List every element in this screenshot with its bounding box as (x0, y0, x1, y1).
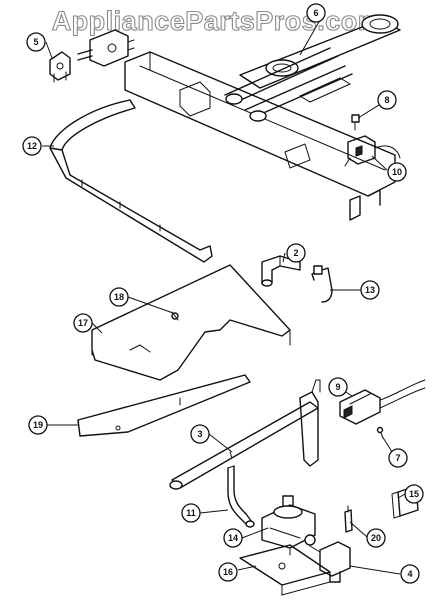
callout-12: 12 (22, 136, 42, 156)
part-20-orifice (344, 505, 353, 533)
callout-4: 4 (400, 564, 420, 584)
svg-text:3: 3 (197, 429, 202, 439)
part-5-bracket (49, 51, 71, 83)
part-2-elbow (261, 255, 301, 287)
callout-8: 8 (377, 90, 397, 110)
svg-text:11: 11 (186, 508, 196, 518)
part-9-connector (339, 379, 426, 425)
svg-text:2: 2 (293, 248, 298, 258)
svg-text:10: 10 (392, 167, 402, 177)
callout-18: 18 (109, 287, 129, 307)
part-19-bracket (77, 374, 251, 437)
part-7-screw (376, 426, 384, 439)
part-14-regulator (261, 495, 316, 556)
svg-text:12: 12 (27, 141, 37, 151)
callout-2: 2 (286, 243, 306, 263)
part-burner-frame (124, 51, 396, 221)
part-11-tube (227, 465, 255, 528)
callout-20: 20 (366, 528, 386, 548)
callout-3: 3 (190, 424, 210, 444)
part-17-heat-shield (91, 264, 291, 381)
part-6-burner (224, 14, 401, 122)
callout-15: 15 (404, 484, 424, 504)
svg-text:4: 4 (407, 569, 412, 579)
callout-17: 17 (73, 313, 93, 333)
callout-13: 13 (360, 280, 380, 300)
part-3-manifold (169, 379, 321, 490)
svg-text:19: 19 (33, 420, 43, 430)
callout-16: 16 (218, 562, 238, 582)
part-orifice-holder (77, 29, 135, 67)
svg-text:7: 7 (395, 453, 400, 463)
callout-7: 7 (388, 448, 408, 468)
svg-text:18: 18 (114, 292, 124, 302)
part-12-rod (49, 99, 213, 263)
callout-14: 14 (223, 528, 243, 548)
part-16-bracket (239, 544, 331, 596)
part-10-ignitor (344, 135, 401, 167)
leader-lines (42, 19, 406, 575)
part-8-screw (351, 114, 360, 131)
watermark-text: AppliancePartsPros.com (52, 6, 383, 36)
callout-10: 10 (387, 162, 407, 182)
svg-text:5: 5 (33, 37, 38, 47)
callout-19: 19 (28, 415, 48, 435)
svg-text:6: 6 (313, 8, 318, 18)
callout-5: 5 (26, 32, 46, 52)
svg-text:13: 13 (365, 285, 375, 295)
callout-6: 6 (306, 3, 326, 23)
svg-text:17: 17 (78, 318, 88, 328)
callout-9: 9 (328, 377, 348, 397)
svg-text:20: 20 (371, 533, 381, 543)
callout-11: 11 (181, 503, 201, 523)
svg-text:14: 14 (228, 533, 238, 543)
svg-text:15: 15 (409, 489, 419, 499)
svg-text:8: 8 (384, 95, 389, 105)
part-13-tube (311, 265, 333, 303)
svg-text:9: 9 (335, 382, 340, 392)
svg-text:16: 16 (223, 567, 233, 577)
